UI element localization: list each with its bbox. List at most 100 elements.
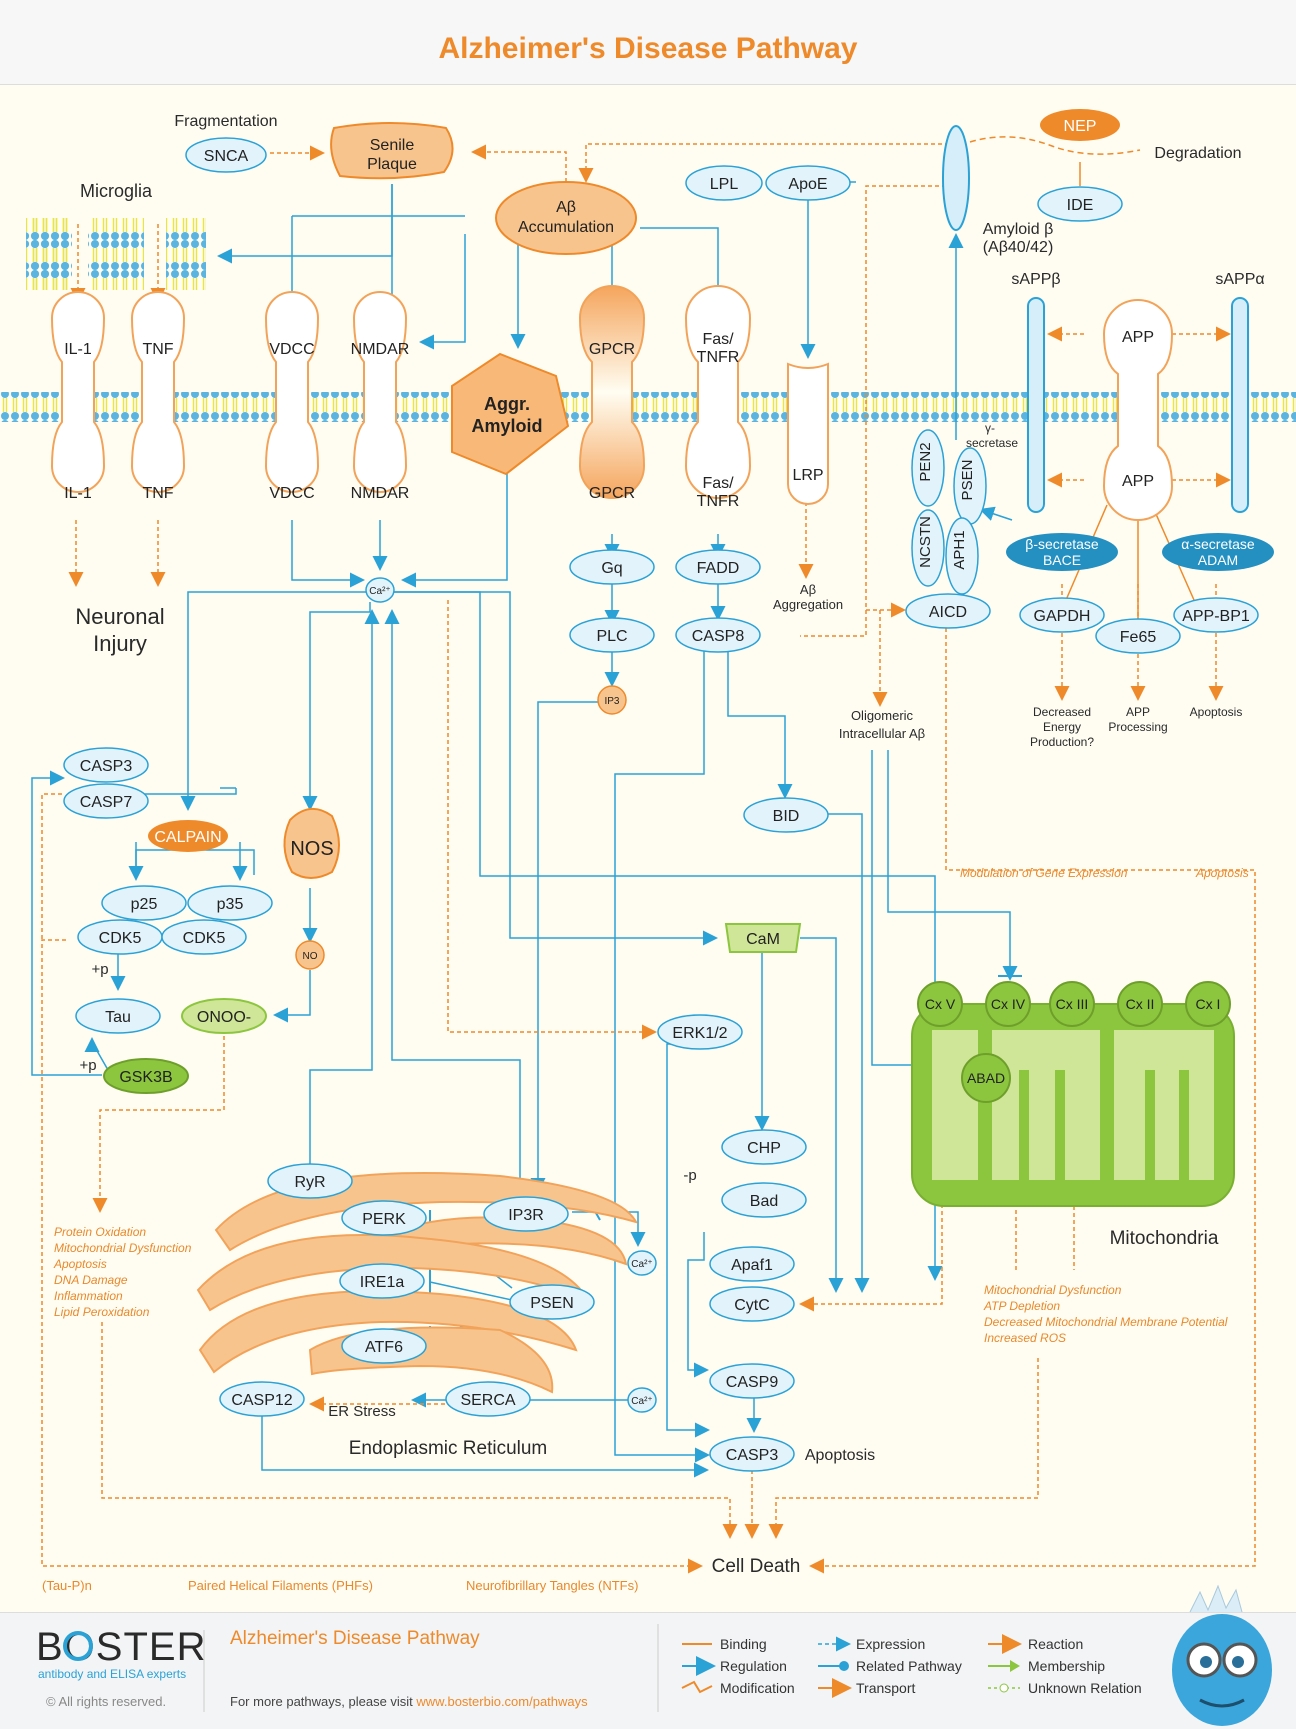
microglia-membranes (26, 218, 206, 290)
label-gamma-1: γ- (985, 421, 995, 435)
orange-nodes (148, 685, 627, 970)
node-psen: PSEN (959, 460, 976, 501)
header-bar (0, 0, 1296, 85)
node-apoe: ApoE (788, 176, 827, 193)
node-cx3: Cx III (1056, 996, 1089, 1012)
node-cdk5-2: CDK5 (183, 930, 226, 947)
node-gpcr-top: GPCR (589, 341, 635, 358)
node-plc: PLC (596, 628, 627, 645)
node-cytc: CytC (734, 1297, 770, 1314)
node-gapdh: GAPDH (1034, 608, 1091, 625)
node-fe65: Fe65 (1120, 629, 1157, 646)
label-mito-effect-2: ATP Depletion (983, 1299, 1060, 1313)
legend-regulation: Regulation (720, 1658, 787, 1674)
node-senile-plaque-2: Plaque (367, 156, 417, 173)
node-bad: Bad (750, 1193, 778, 1210)
label-apoptosis-it: Apoptosis (1195, 866, 1249, 880)
footer-more: For more pathways, please visit www.bost… (230, 1694, 588, 1709)
label-decreased-2: Energy (1043, 720, 1081, 734)
node-fas-bottom-2: TNFR (697, 493, 740, 510)
node-senile-plaque-1: Senile (370, 137, 415, 154)
node-no: NO (303, 951, 318, 962)
node-vdcc-top: VDCC (269, 341, 314, 358)
node-ca-er-1: Ca²⁺ (631, 1259, 652, 1270)
label-neuronal-injury-1: Neuronal (75, 604, 164, 629)
mascot-icon (1172, 1584, 1272, 1726)
node-nmdar-top: NMDAR (351, 341, 410, 358)
node-apaf1: Apaf1 (731, 1257, 773, 1274)
node-snca: SNCA (204, 148, 249, 165)
label-mito-effect-3: Decreased Mitochondrial Membrane Potenti… (984, 1315, 1228, 1329)
node-pen2: PEN2 (917, 442, 934, 481)
node-nmdar-bottom: NMDAR (351, 485, 410, 502)
node-tnf-top: TNF (142, 341, 173, 358)
node-cx5: Cx V (925, 996, 956, 1012)
legend: Binding Regulation Modification Expressi… (681, 1634, 1142, 1698)
node-lpl: LPL (710, 176, 739, 193)
node-ip3: IP3 (604, 696, 619, 707)
node-abad: ABAD (967, 1070, 1005, 1086)
node-ncstn: NCSTN (917, 516, 934, 568)
label-gamma-2: secretase (966, 436, 1018, 450)
node-bsecretase-1: β-secretase (1025, 536, 1099, 552)
legend-expression: Expression (856, 1636, 925, 1652)
label-fragmentation: Fragmentation (174, 113, 277, 130)
label-left-effect-4: DNA Damage (54, 1273, 128, 1287)
node-cx1: Cx I (1196, 996, 1221, 1012)
label-left-effect-6: Lipid Peroxidation (54, 1305, 150, 1319)
node-asecretase-2: ADAM (1198, 552, 1238, 568)
node-casp9: CASP9 (726, 1374, 779, 1391)
label-sappb: sAPPβ (1011, 271, 1060, 288)
legend-reaction: Reaction (1028, 1636, 1083, 1652)
node-cx4: Cx IV (991, 996, 1026, 1012)
node-casp3-left: CASP3 (80, 758, 133, 775)
label-phf: Paired Helical Filaments (PHFs) (188, 1578, 373, 1593)
footer-link[interactable]: www.bosterbio.com/pathways (415, 1694, 588, 1709)
node-bsecretase-2: BACE (1043, 552, 1081, 568)
node-perk: PERK (362, 1211, 406, 1228)
node-atf6: ATF6 (365, 1339, 403, 1356)
label-modulation: Modulation of Gene Expression (960, 866, 1128, 880)
brand-tagline: antibody and ELISA experts (38, 1667, 186, 1681)
brand-name: BOSTER (36, 1625, 206, 1669)
node-appbp1: APP-BP1 (1182, 608, 1250, 625)
legend-related-pathway: Related Pathway (856, 1658, 962, 1674)
node-gpcr-bottom: GPCR (589, 485, 635, 502)
node-app-top: APP (1122, 329, 1154, 346)
label-ab-aggregation-2: Aggregation (773, 597, 843, 612)
label-ab-aggregation-1: Aβ (800, 582, 816, 597)
label-app-processing-1: APP (1126, 705, 1150, 719)
node-group (63, 137, 1259, 1472)
brand-logo-icon (63, 1631, 93, 1661)
node-casp7: CASP7 (80, 794, 133, 811)
node-fas-bottom-1: Fas/ (702, 475, 734, 492)
legend-transport: Transport (856, 1680, 916, 1696)
nep-degradation-arc (969, 136, 1141, 155)
node-nep: NEP (1064, 118, 1097, 135)
node-ab-accumulation-1: Aβ (556, 199, 576, 216)
node-ide: IDE (1067, 197, 1094, 214)
footer-bar (0, 1612, 1296, 1729)
node-cdk5-1: CDK5 (99, 930, 142, 947)
nos-shape (283, 808, 340, 879)
node-lrp: LRP (792, 467, 823, 484)
secretase-ellipses (911, 429, 987, 595)
node-gq: Gq (601, 560, 622, 577)
legend-unknown-relation: Unknown Relation (1028, 1680, 1142, 1696)
legend-membership: Membership (1028, 1658, 1105, 1674)
nep-shape (1040, 109, 1120, 141)
node-fas-top-1: Fas/ (702, 331, 734, 348)
cell-membrane (0, 392, 1296, 422)
node-ire1a: IRE1a (360, 1274, 405, 1291)
membrane-receptors (50, 125, 1249, 521)
node-onoo: ONOO- (197, 1009, 251, 1026)
node-aggr-amyloid-2: Amyloid (471, 416, 542, 436)
node-serca: SERCA (460, 1392, 515, 1409)
node-aggr-amyloid-1: Aggr. (484, 394, 530, 414)
senile-plaque-shape (330, 122, 454, 180)
node-il1-bottom: IL-1 (64, 485, 92, 502)
node-p25: p25 (131, 896, 158, 913)
label-left-effect-2: Mitochondrial Dysfunction (54, 1241, 192, 1255)
node-cx2: Cx II (1126, 996, 1155, 1012)
